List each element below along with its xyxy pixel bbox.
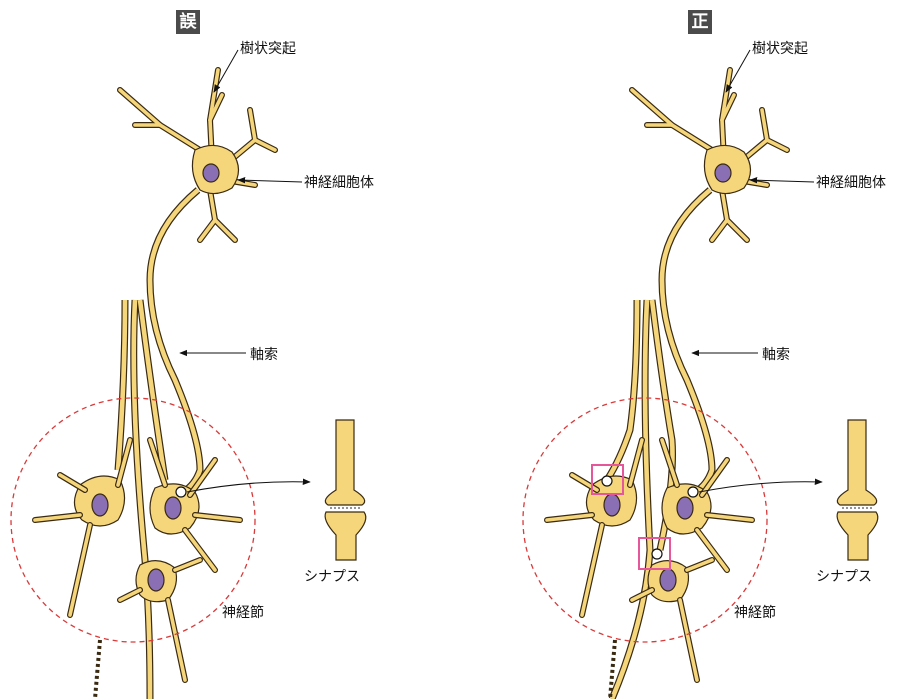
label-synapse-right: シナプス <box>816 566 872 586</box>
label-dendrite: 樹状突起 <box>240 38 296 58</box>
synapse-illustration <box>325 420 366 560</box>
badge-correct: 正 <box>688 10 712 34</box>
synapse-illustration-right <box>837 420 878 560</box>
badge-wrong: 誤 <box>176 10 200 34</box>
label-synapse: シナプス <box>304 566 360 586</box>
label-axon: 軸索 <box>250 344 278 364</box>
label-dendrite-right: 樹状突起 <box>752 38 808 58</box>
label-ganglion-right: 神経節 <box>734 602 776 622</box>
synapse-marker-a <box>602 476 612 486</box>
label-cell-body-right: 神経細胞体 <box>816 172 886 192</box>
label-ganglion: 神経節 <box>222 602 264 622</box>
label-axon-right: 軸索 <box>762 344 790 364</box>
label-cell-body: 神経細胞体 <box>304 172 374 192</box>
dashed-fiber <box>95 640 100 699</box>
synapse-marker-b <box>652 549 662 559</box>
synapse-marker <box>176 487 186 497</box>
nucleus <box>203 164 219 182</box>
